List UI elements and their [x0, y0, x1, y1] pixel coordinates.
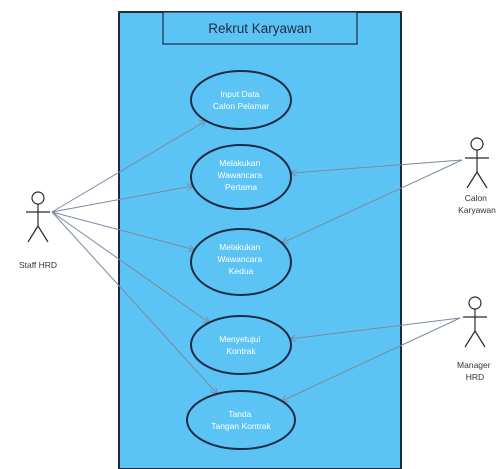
- svg-text:Melakukan Wawancara: Melakukan Wawancara Pertama: [218, 158, 265, 192]
- system-title-box: [162, 11, 358, 45]
- system-title: Rekrut Karyawan: [208, 21, 312, 36]
- stick-figure-icon: [26, 191, 50, 243]
- actor-staff-hrd[interactable]: Staff HRD: [19, 191, 57, 270]
- use-case-label-line: Tanda: [228, 409, 251, 419]
- association-arrow: [51, 211, 217, 394]
- actor-label: Manager: [457, 360, 491, 370]
- use-case-label-line: Melakukan: [219, 242, 260, 252]
- use-case-input-data-calon-pelamar[interactable]: Input Data Calon Pelamar: [190, 70, 292, 130]
- use-case-menyetujui-kontrak[interactable]: Menyetujui Kontrak: [190, 315, 292, 375]
- associations: [51, 121, 463, 401]
- association-arrow: [290, 317, 461, 339]
- association-arrow: [282, 159, 463, 243]
- use-case-label-line: Input Data: [220, 89, 259, 99]
- use-case-label-line: Kedua: [229, 266, 254, 276]
- svg-text:Melakukan Wawancara: Melakukan Wawancara Kedua: [218, 242, 265, 276]
- use-case-label-line: Kontrak: [226, 346, 256, 356]
- stick-figure-icon: [463, 296, 487, 348]
- association-arrow: [51, 121, 206, 213]
- actor-label: Karyawan: [458, 205, 496, 215]
- use-case-label-line: Tangan Kontrak: [211, 421, 271, 431]
- svg-text:Input Data Calon Pelamar: Input Data Calon Pelamar: [213, 89, 269, 111]
- svg-text:Staff HRD: Staff HRD: [19, 260, 57, 270]
- use-case-label-line: Wawancara: [218, 170, 263, 180]
- use-case-label-line: Pertama: [225, 182, 257, 192]
- svg-text:Calon Karyawan: Calon Karyawan: [458, 193, 496, 215]
- association-arrow: [51, 186, 193, 213]
- use-case-label-line: Calon Pelamar: [213, 101, 269, 111]
- stick-figure-icon: [465, 137, 489, 189]
- svg-text:Manager HRD: Manager HRD: [457, 360, 493, 382]
- actor-label: Staff HRD: [19, 260, 57, 270]
- svg-text:Menyetujui Kontrak: Menyetujui Kontrak: [219, 334, 262, 356]
- actor-label: HRD: [466, 372, 484, 382]
- use-case-label-line: Melakukan: [219, 158, 260, 168]
- actor-label: Calon: [465, 193, 487, 203]
- association-arrow: [291, 159, 463, 173]
- svg-text:Tanda Tangan Kontrak: Tanda Tangan Kontrak: [211, 409, 271, 431]
- use-case-wawancara-kedua[interactable]: Melakukan Wawancara Kedua: [190, 228, 292, 296]
- association-arrow: [51, 211, 195, 250]
- actor-calon-karyawan[interactable]: Calon Karyawan: [458, 137, 496, 215]
- use-case-tanda-tangan-kontrak[interactable]: Tanda Tangan Kontrak: [186, 390, 296, 450]
- association-arrow: [51, 211, 209, 323]
- use-case-wawancara-pertama[interactable]: Melakukan Wawancara Pertama: [190, 144, 292, 210]
- actor-manager-hrd[interactable]: Manager HRD: [457, 296, 493, 382]
- use-case-label-line: Wawancara: [218, 254, 263, 264]
- association-arrow: [282, 317, 461, 401]
- use-case-label-line: Menyetujui: [219, 334, 260, 344]
